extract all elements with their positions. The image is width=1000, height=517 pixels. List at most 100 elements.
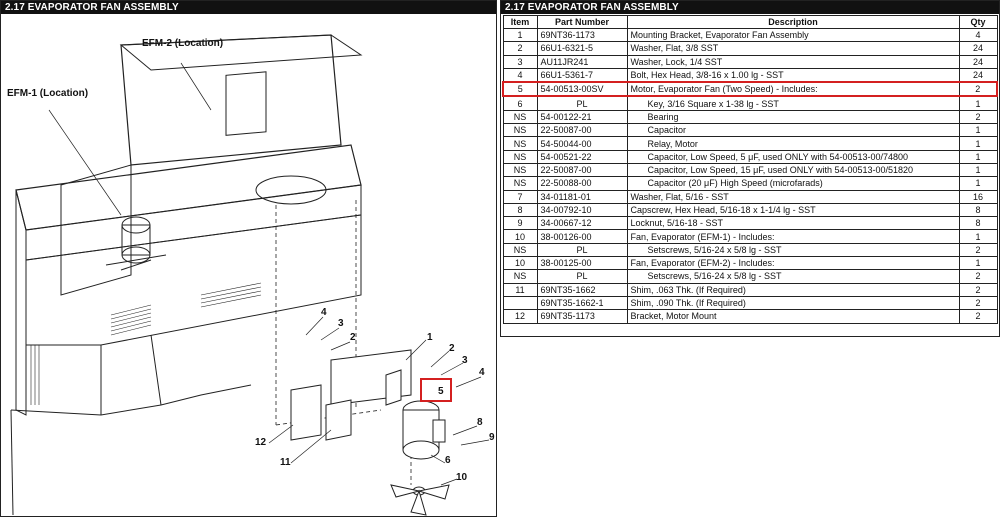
cell-qty: 1 [958,229,998,244]
cell-description: Mounting Bracket, Evaporator Fan Assembl… [626,27,960,43]
cell-part-number: 22-50088-00 [536,176,628,191]
callout-3-left: 3 [338,318,344,329]
cell-qty: 24 [958,41,998,56]
cell-part-number: 54-00513-00SV [536,81,628,98]
callout-11: 11 [280,457,291,468]
cell-item: NS [502,162,538,178]
cell-description: Relay, Motor [626,136,960,151]
cell-part-number: 54-50044-00 [536,136,628,151]
cell-part-number: 69NT36-1173 [536,27,628,43]
cell-part-number: 66U1-6321-5 [536,41,628,56]
cell-item: 9 [502,216,538,231]
cell-qty: 2 [958,309,998,324]
cell-qty: 1 [958,95,998,111]
cell-part-number: 34-00667-12 [536,216,628,231]
efm2-location-label: EFM-2 (Location) [142,38,223,49]
cell-item: 1 [502,27,538,43]
evaporator-fan-motor [402,400,446,460]
cell-item: 4 [502,67,538,83]
efm1-location-label: EFM-1 (Location) [7,88,88,99]
cell-part-number: 22-50087-00 [536,162,628,178]
cell-qty: 1 [958,256,998,271]
cell-description: Bracket, Motor Mount [626,309,960,324]
cell-item: NS [502,123,538,138]
shim [325,399,352,441]
cell-description: Motor, Evaporator Fan (Two Speed) - Incl… [626,81,960,98]
cell-part-number: 22-50087-00 [536,123,628,138]
cell-part-number: 66U1-5361-7 [536,67,628,83]
cell-qty: 2 [958,242,998,258]
cell-item: 3 [502,54,538,69]
cell-description: Fan, Evaporator (EFM-1) - Includes: [626,229,960,244]
cell-part-number: 38-00126-00 [536,229,628,244]
cell-item: 11 [502,282,538,297]
callout-1: 1 [427,332,433,343]
cell-description: Setscrews, 5/16-24 x 5/8 lg - SST [626,242,960,258]
cell-item: NS [502,269,538,284]
cell-part-number: 34-00792-10 [536,202,628,218]
cell-part-number: AU11JR241 [536,54,628,69]
callout-3-right: 3 [462,355,468,366]
motor-mount-bracket [290,384,322,441]
col-header-item: Item [502,15,538,29]
cell-description: Washer, Flat, 3/8 SST [626,41,960,56]
callout-2: 2 [449,343,455,354]
cell-item: 12 [502,309,538,324]
cell-item: NS [502,136,538,151]
cell-qty: 1 [958,149,998,164]
cell-part-number: PL [536,242,628,258]
cell-item [502,295,538,311]
cell-item: 2 [502,41,538,56]
callout-2-left: 2 [350,332,356,343]
cell-qty: 1 [958,176,998,191]
cell-item: 7 [502,189,538,204]
cell-item: NS [502,149,538,164]
cell-part-number: 34-01181-01 [536,189,628,204]
cell-description: Fan, Evaporator (EFM-2) - Includes: [626,256,960,271]
cell-qty: 1 [958,136,998,151]
cell-description: Locknut, 5/16-18 - SST [626,216,960,231]
cell-qty: 8 [958,216,998,231]
cell-description: Capacitor (20 μF) High Speed (microfarad… [626,176,960,191]
cell-item: 10 [502,229,538,244]
cell-item: 6 [502,95,538,111]
cell-description: Washer, Lock, 1/4 SST [626,54,960,69]
parts-list-panel: 2.17 EVAPORATOR FAN ASSEMBLY Item Part N… [500,0,1000,337]
cell-description: Shim, .063 Thk. (If Required) [626,282,960,297]
cell-qty: 1 [958,162,998,178]
callout-8: 8 [477,417,483,428]
evaporator-back-panel [120,34,342,166]
cell-description: Bolt, Hex Head, 3/8-16 x 1.00 lg - SST [626,67,960,83]
cell-qty: 1 [958,123,998,138]
cell-item: NS [502,242,538,258]
cell-qty: 8 [958,202,998,218]
callout-5: 5 [438,386,444,397]
cell-qty: 2 [958,81,998,98]
table-header-row: Item Part Number Description Qty [502,15,998,29]
diagram-panel: 2.17 EVAPORATOR FAN ASSEMBLY [0,0,497,517]
fan-blade [390,484,450,516]
diagram-title: 2.17 EVAPORATOR FAN ASSEMBLY [1,1,496,14]
cell-qty: 16 [958,189,998,204]
callout-4-left: 4 [321,307,327,318]
cell-part-number: 54-00521-22 [536,149,628,164]
cell-qty: 24 [958,54,998,69]
cell-part-number: PL [536,269,628,284]
item-5-highlight-box [420,378,452,402]
parts-list-title: 2.17 EVAPORATOR FAN ASSEMBLY [501,1,999,14]
col-header-part-number: Part Number [536,15,628,29]
cell-description: Capacitor [626,123,960,138]
callout-4-right: 4 [479,367,485,378]
cell-description: Bearing [626,109,960,125]
